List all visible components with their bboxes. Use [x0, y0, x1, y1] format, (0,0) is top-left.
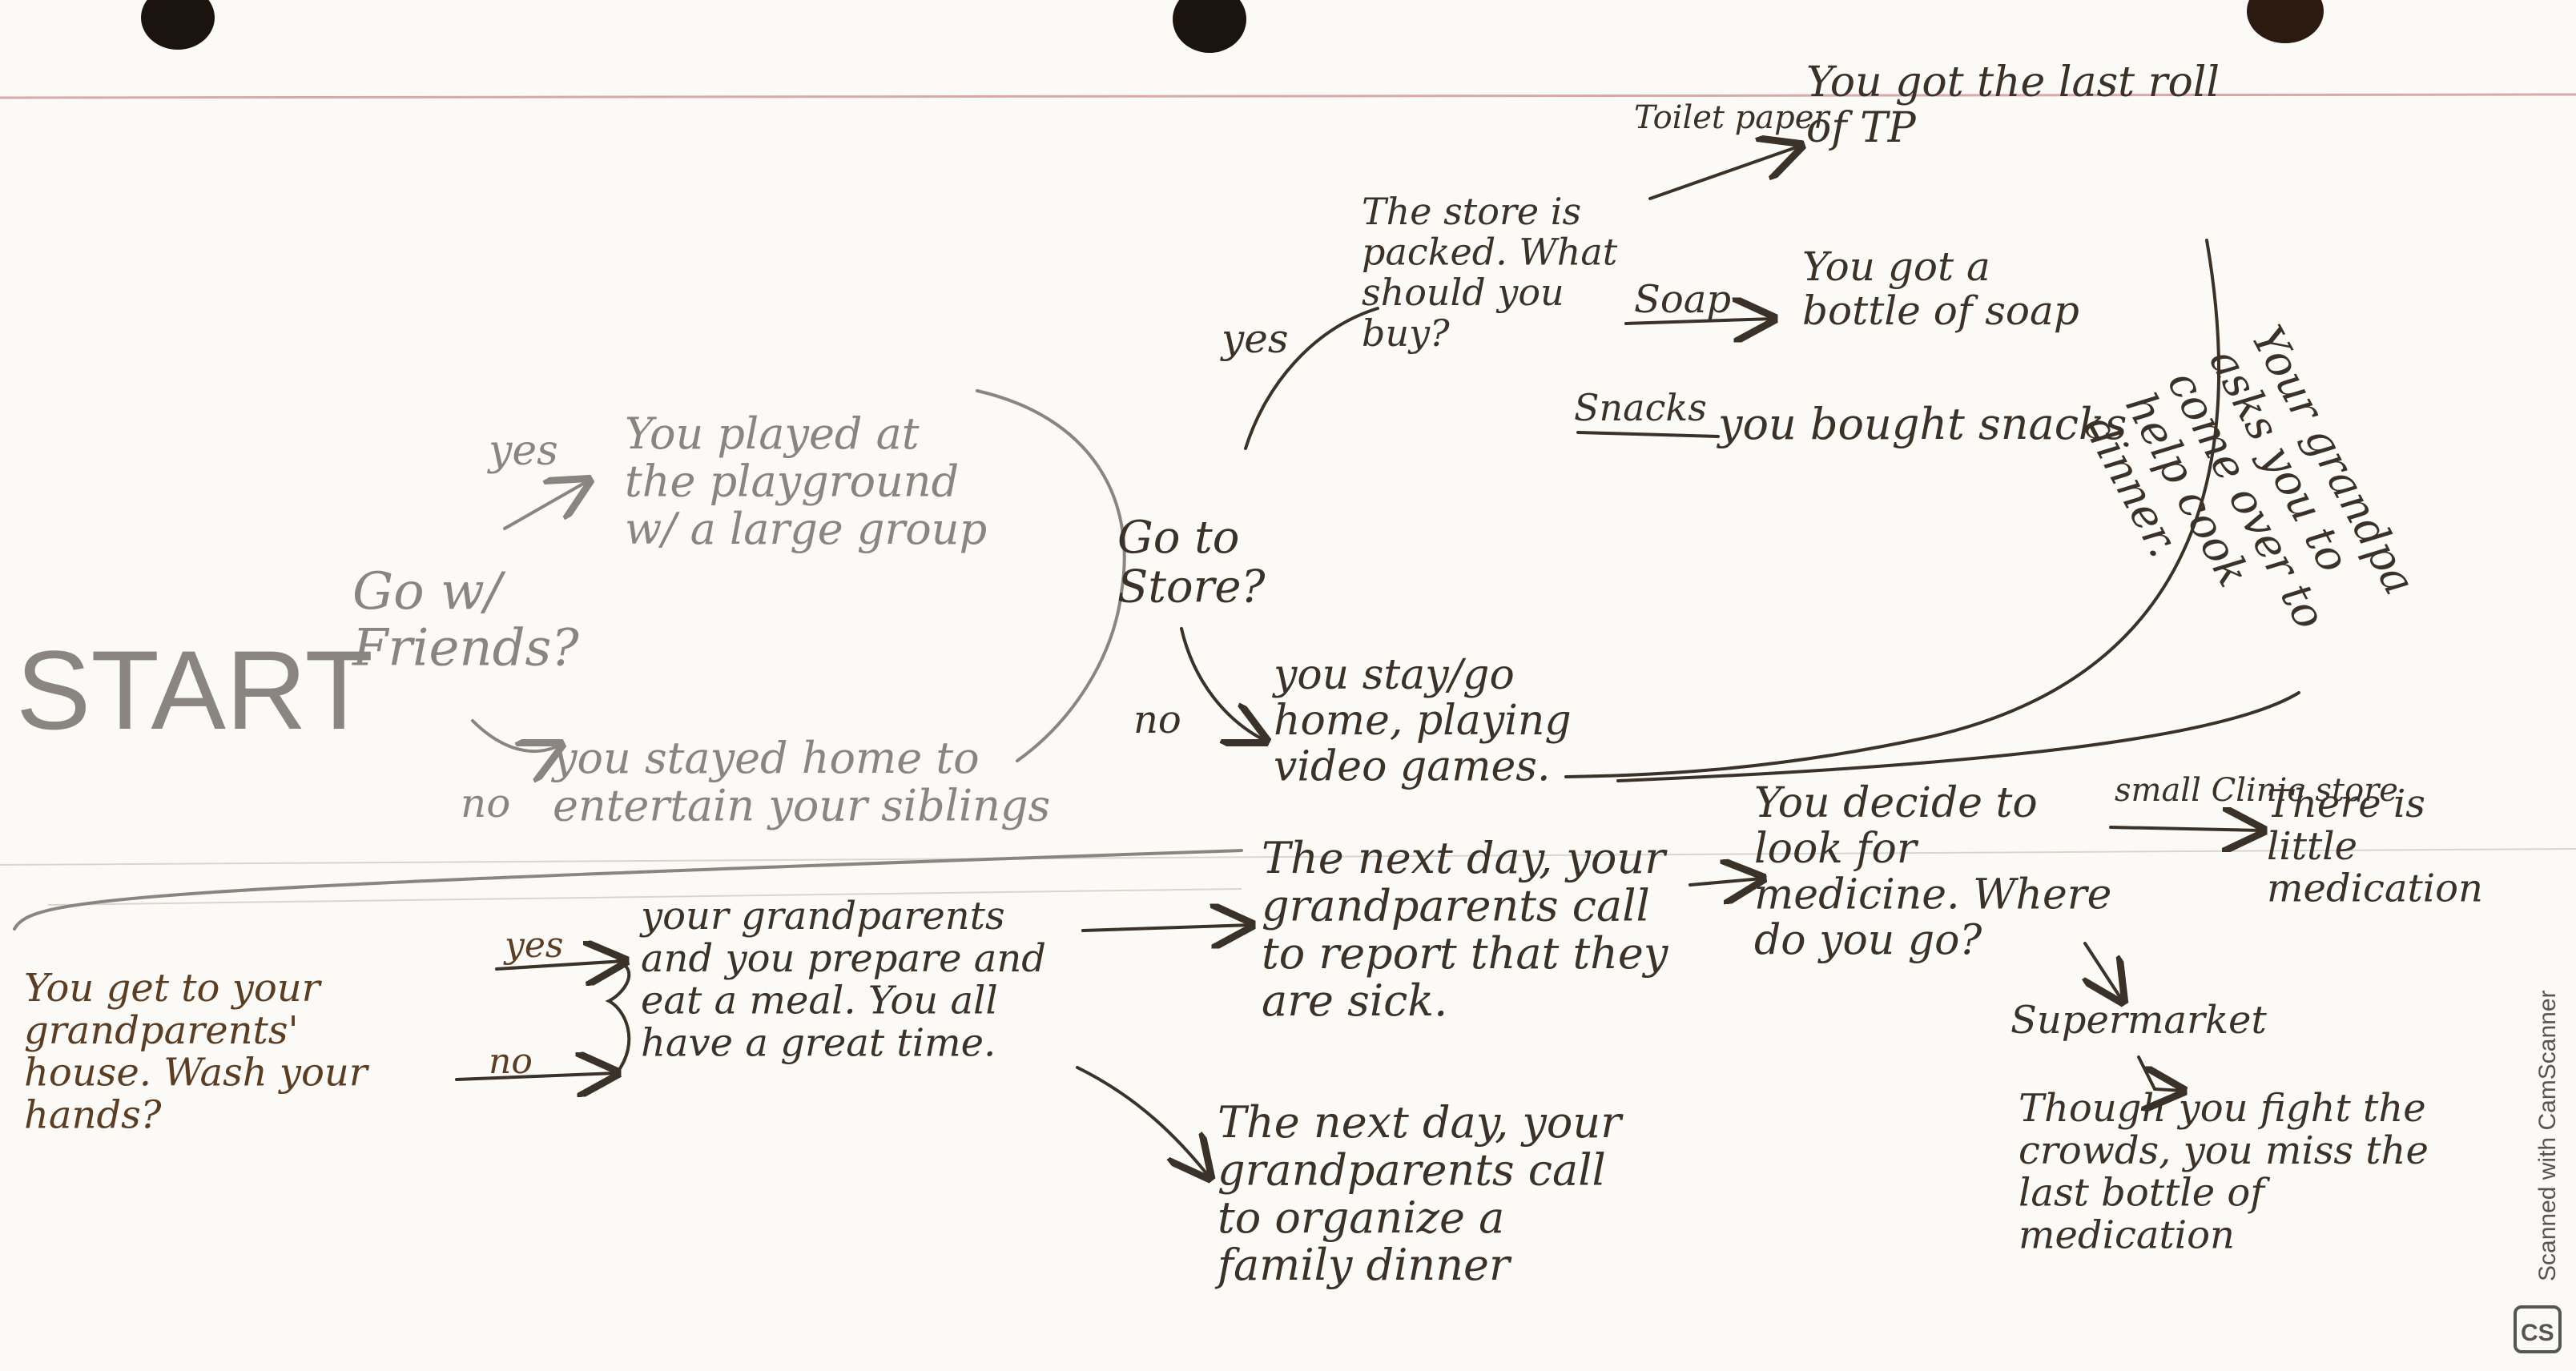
arrow-no-video: [1180, 627, 1266, 741]
snacks-choice-label: Snacks: [1574, 386, 1707, 429]
yes-label-2: yes: [1220, 316, 1289, 362]
arrow-small-store: [2109, 827, 2263, 830]
line-to-grandpa: [1564, 239, 2220, 778]
no-label-2: no: [1133, 698, 1181, 742]
camscanner-watermark: Scanned with CamScanner CS: [2514, 990, 2562, 1353]
binder-holes: [141, 0, 2324, 53]
line-yes-store: [1244, 307, 1379, 450]
no-label-3: no: [489, 1041, 533, 1082]
arrow-sick-to-medicine: [1688, 878, 1762, 885]
divider-line: [13, 849, 1243, 931]
pencil-connectors: [471, 389, 1126, 762]
line-grandpa-curve: [1616, 691, 2300, 782]
camscanner-logo-icon: [2514, 1305, 2562, 1353]
arrow-yes-wash: [495, 961, 625, 969]
go-friends-question: Go w/Friends?: [352, 562, 579, 677]
yes-label-1: yes: [487, 427, 558, 475]
yes-label-3: yes: [503, 925, 563, 966]
watermark-logo-text: CS: [2521, 1320, 2554, 1346]
arrow-yes-playground: [503, 480, 589, 530]
arrow-tp: [1648, 146, 1801, 200]
tp-choice-label: Toilet paper: [1634, 99, 1831, 136]
arrow-supermarket-outcome: [2137, 1055, 2183, 1091]
arrow-supermarket: [2085, 942, 2123, 1001]
snacks-outcome: you bought snacks: [1717, 399, 2127, 449]
bracket-friends-to-store: [976, 389, 1126, 762]
brace-yes-no: [605, 959, 631, 1075]
no-label-1: no: [461, 780, 510, 826]
arrow-soap: [1624, 319, 1773, 324]
arrow-no-home: [471, 719, 561, 751]
supermarket-label: Supermarket: [2010, 998, 2267, 1043]
arrow-meal-to-dinner: [1076, 1066, 1210, 1177]
arrow-no-wash: [455, 1073, 617, 1080]
ruled-lines: [0, 93, 2576, 906]
underline-snacks: [1576, 431, 1720, 438]
watermark-text: Scanned with CamScanner: [2534, 990, 2561, 1281]
ink-connectors: [13, 146, 2300, 1177]
small-store-label: small Clinic store: [2115, 772, 2398, 809]
soap-choice-label: Soap: [1634, 277, 1731, 322]
start-label: START: [16, 627, 373, 753]
arrow-meal-to-sick: [1081, 925, 1251, 931]
